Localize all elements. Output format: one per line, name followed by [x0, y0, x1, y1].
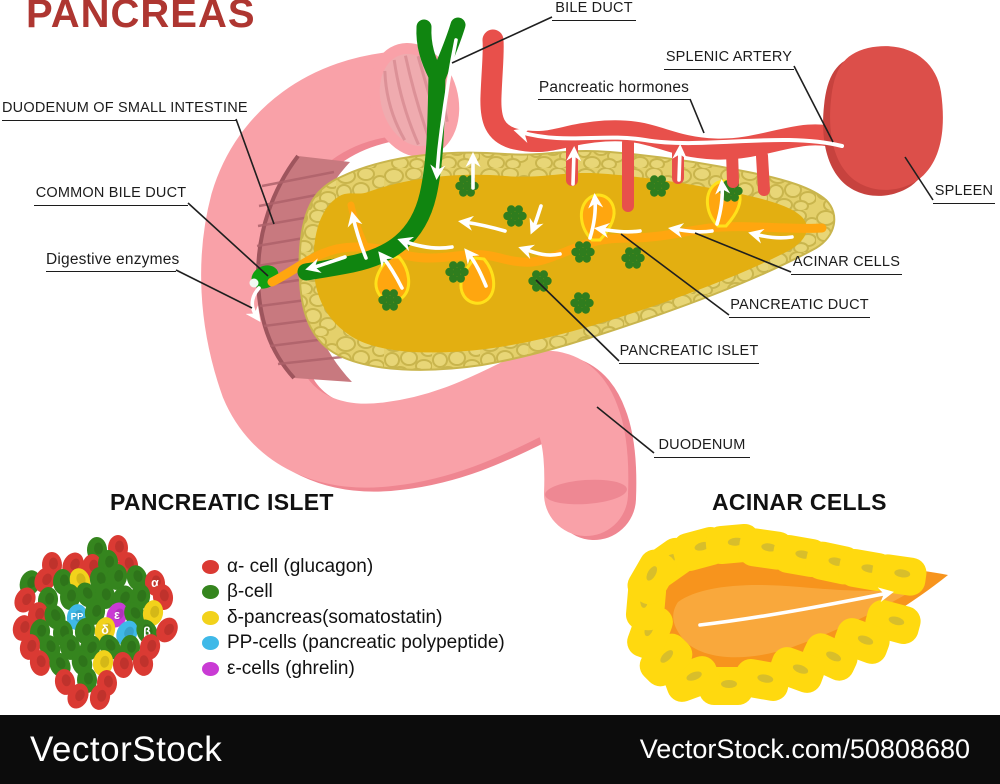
legend-dot-icon — [202, 661, 219, 676]
label-pancreatic-islet: PANCREATIC ISLET — [619, 343, 759, 364]
label-spleen: SPLEEN — [933, 183, 995, 204]
legend-dot-icon — [202, 610, 219, 625]
label-pancreatic-duct: PANCREATIC DUCT — [729, 297, 870, 318]
svg-text:α: α — [151, 576, 159, 590]
legend-label: PP-cells (pancreatic polypeptide) — [227, 632, 505, 654]
legend-item: δ-pancreas(somatostatin) — [202, 605, 505, 631]
islet-section-heading: PANCREATIC ISLET — [110, 489, 334, 515]
legend-label: β-cell — [227, 581, 273, 603]
pancreas-inner-body — [313, 172, 807, 353]
label-common-bile-duct: COMMON BILE DUCT — [34, 185, 188, 206]
vectorstock-brand: VectorStock — [30, 729, 223, 769]
bile-duct-illustration — [297, 17, 466, 281]
watermark-bar: VectorStock VectorStock.com/50808680 — [0, 715, 1000, 784]
label-duodenum: DUODENUM — [654, 437, 750, 458]
duodenum-cut-end — [545, 479, 627, 505]
legend-label: α- cell (glucagon) — [227, 555, 374, 577]
label-acinar-cells: ACINAR CELLS — [791, 254, 902, 275]
legend-dot-icon — [202, 585, 219, 600]
legend-item: α- cell (glucagon) — [202, 554, 505, 580]
page-title: PANCREAS — [26, 0, 256, 36]
legend-item: β-cell — [202, 580, 505, 606]
vectorstock-image-id: VectorStock.com/50808680 — [639, 734, 970, 764]
label-duodenum-of-small-intestine: DUODENUM OF SMALL INTESTINE — [2, 100, 248, 121]
label-pancreatic-hormones: Pancreatic hormones — [538, 79, 690, 100]
legend-item: PP-cells (pancreatic polypeptide) — [202, 631, 505, 657]
svg-text:δ: δ — [101, 623, 109, 637]
svg-text:ε: ε — [114, 608, 120, 622]
islet-cluster-illustration: αPP εδ β — [12, 535, 178, 710]
leader-lines — [175, 16, 934, 454]
label-bile-duct: BILE DUCT — [552, 0, 636, 21]
label-digestive-enzymes: Digestive enzymes — [46, 251, 179, 272]
acinar-illustration — [625, 523, 948, 705]
islet-legend: α- cell (glucagon) β-cell δ-pancreas(somat… — [202, 554, 505, 682]
anatomy-illustration: αPP εδ β — [12, 16, 948, 710]
legend-label: δ-pancreas(somatostatin) — [227, 606, 443, 628]
label-splenic-artery: SPLENIC ARTERY — [664, 49, 794, 70]
spleen-illustration — [823, 46, 943, 196]
flow-arrows — [245, 38, 844, 322]
legend-label: ε-cells (ghrelin) — [227, 657, 355, 679]
svg-text:PP: PP — [71, 612, 84, 623]
legend-dot-icon — [202, 559, 219, 574]
acinar-section-heading: ACINAR CELLS — [712, 489, 887, 515]
svg-text:β: β — [143, 625, 151, 639]
legend-dot-icon — [202, 636, 219, 651]
legend-item: ε-cells (ghrelin) — [202, 656, 505, 682]
